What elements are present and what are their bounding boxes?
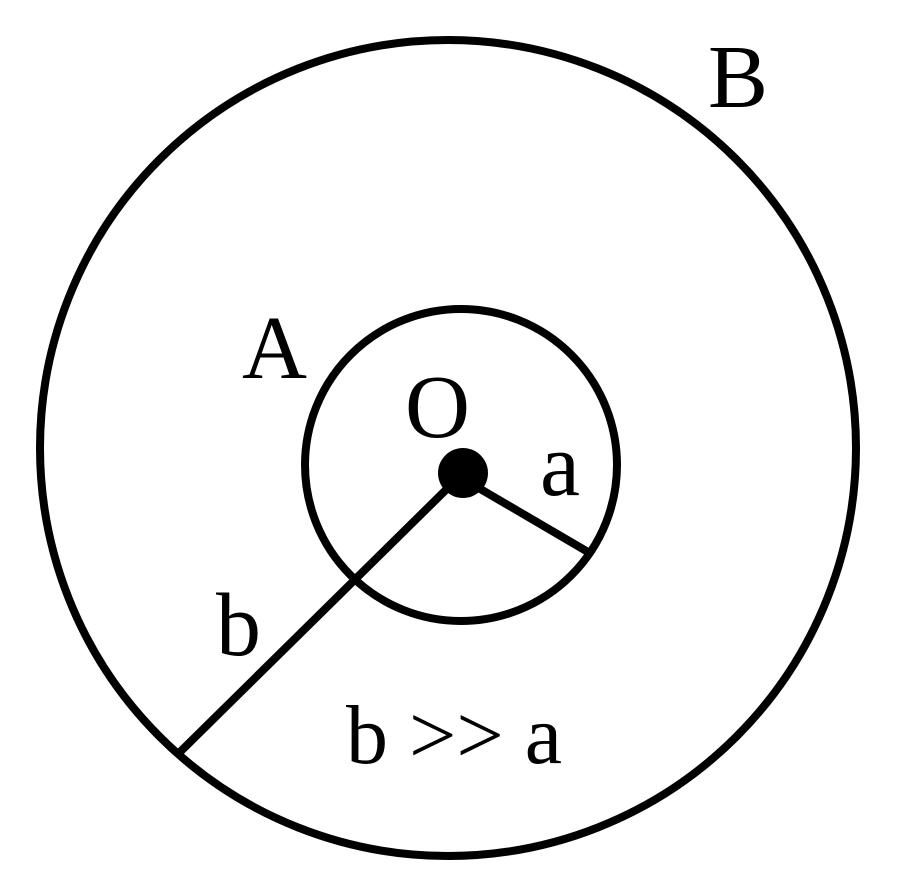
label-inner-radius-a: a — [540, 416, 580, 515]
outer-circle-b — [36, 36, 860, 860]
label-inner-circle-a: A — [242, 299, 307, 398]
inner-circle-a — [301, 305, 621, 625]
label-outer-radius-b: b — [216, 576, 261, 675]
outer-radius-line-b — [177, 472, 464, 755]
label-outer-circle-b: B — [708, 28, 768, 127]
inner-radius-line-a — [462, 476, 591, 556]
label-center-o: O — [405, 358, 470, 457]
label-condition: b >> a — [346, 689, 562, 782]
center-point-o — [438, 448, 488, 498]
